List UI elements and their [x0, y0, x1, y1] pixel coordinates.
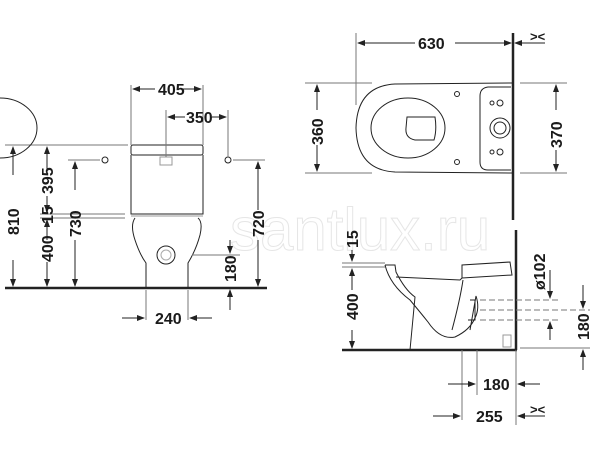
wall-clearance-symbol-side: ><	[530, 402, 546, 417]
dim-15-side: 15	[345, 230, 362, 248]
dim-720: 720	[251, 210, 268, 237]
dim-395: 395	[40, 167, 57, 194]
dim-400-side: 400	[345, 293, 362, 320]
front-view	[5, 85, 267, 321]
dim-255: 255	[476, 409, 503, 426]
dim-180-side-horizontal: 180	[483, 377, 510, 394]
dim-810: 810	[6, 208, 23, 235]
dim-630: 630	[418, 36, 445, 53]
top-view	[0, 33, 567, 220]
dim-360: 360	[310, 118, 327, 145]
dim-400-front: 400	[40, 235, 57, 262]
dim-405: 405	[158, 82, 185, 99]
dim-350: 350	[186, 110, 213, 127]
watermark: santlux.ru	[230, 196, 490, 263]
dim-180-front: 180	[223, 255, 240, 282]
dim-240: 240	[155, 311, 182, 328]
dim-370: 370	[549, 121, 566, 148]
dim-15-front: 15	[40, 206, 57, 224]
dim-diameter-102: ø102	[532, 253, 549, 290]
dim-730: 730	[68, 210, 85, 237]
wall-clearance-symbol-top: ><	[530, 29, 546, 44]
side-view	[342, 230, 590, 425]
dim-180-side-vertical: 180	[576, 313, 593, 340]
